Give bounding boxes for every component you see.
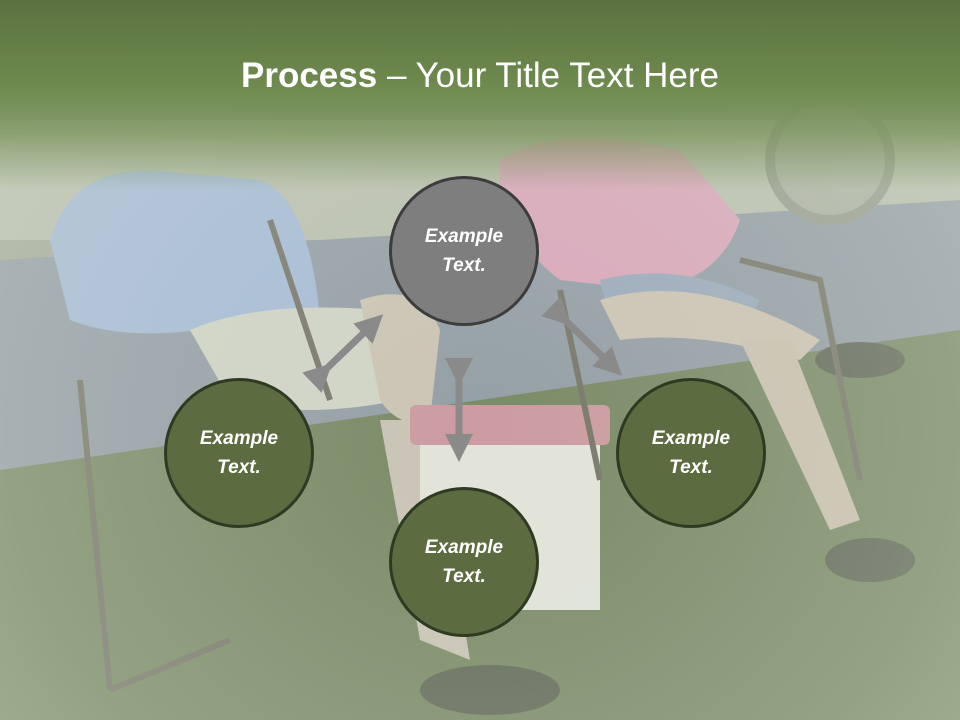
node-top-line2: Text.: [442, 255, 486, 276]
node-top-line1: Example: [424, 226, 504, 247]
node-left-line2: Text.: [217, 457, 261, 478]
node-right: Example Text.: [616, 378, 766, 528]
title-bold: Process: [241, 56, 378, 95]
arrow-top-right: [541, 296, 622, 376]
node-bottom: Example Text.: [389, 487, 539, 637]
node-top: Example Text.: [389, 176, 539, 326]
arrow-top-left: [302, 314, 384, 393]
title-rest: – Your Title Text Here: [377, 56, 719, 95]
node-bottom-line1: Example: [424, 537, 504, 558]
node-right-line2: Text.: [669, 457, 713, 478]
node-left-line1: Example: [199, 428, 279, 449]
title-band: [0, 0, 960, 190]
node-bottom-line2: Text.: [442, 566, 486, 587]
node-right-line1: Example: [651, 428, 731, 449]
node-left: Example Text.: [164, 378, 314, 528]
slide-title: Process – Your Title Text Here: [0, 54, 960, 98]
